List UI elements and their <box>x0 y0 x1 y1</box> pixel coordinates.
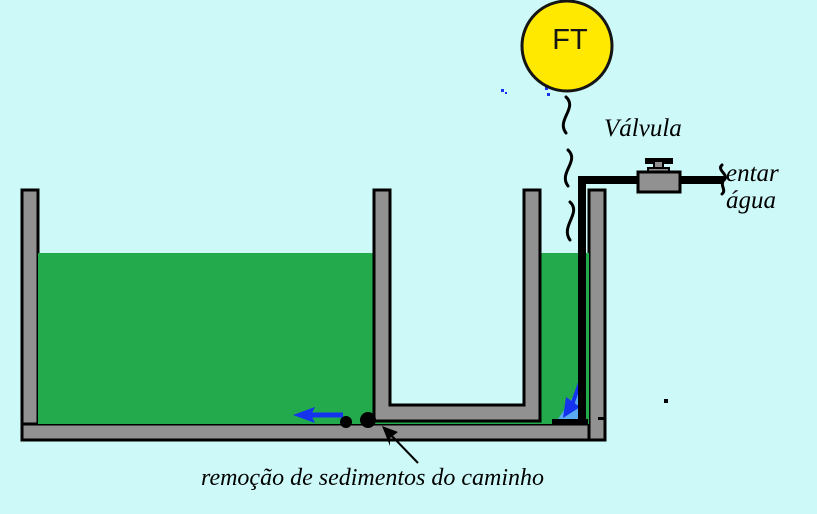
valve-label: Válvula <box>604 115 682 142</box>
sediment-removal-caption: remoção de sedimentos do caminho <box>201 465 545 491</box>
tank-right-wall <box>587 188 607 442</box>
pipe-break-squiggle <box>719 163 727 196</box>
caption-pointer-arrow <box>382 426 419 464</box>
inlet-pipe <box>578 176 724 422</box>
inlet-label: entar água <box>726 160 779 214</box>
sediment-particles <box>340 412 376 428</box>
instrument-tag-label: FT <box>552 24 588 56</box>
flow-transmitter-bubble[interactable] <box>520 0 614 93</box>
gate-valve <box>636 158 682 194</box>
tank-left-wall <box>20 188 40 442</box>
left-flow-arrow <box>293 407 343 423</box>
inner-baffle <box>372 188 542 423</box>
stray-dots <box>501 87 668 420</box>
water-left-chamber <box>38 253 374 424</box>
pipe-outlet-lip <box>552 419 588 424</box>
squiggly-signal-line <box>561 95 576 242</box>
tank-floor <box>20 422 607 442</box>
